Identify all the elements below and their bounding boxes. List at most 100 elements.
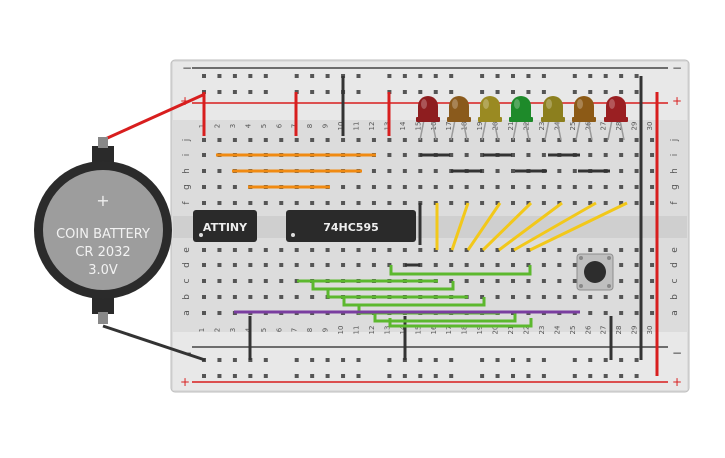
breadboard-hole[interactable] [263, 201, 268, 205]
breadboard-hole[interactable] [634, 185, 639, 189]
breadboard-hole[interactable] [572, 201, 577, 205]
rail-hole[interactable] [449, 358, 454, 362]
breadboard-hole[interactable] [232, 138, 237, 142]
breadboard-hole[interactable] [603, 248, 608, 252]
breadboard-hole[interactable] [526, 153, 531, 157]
breadboard-hole[interactable] [511, 201, 515, 205]
breadboard-hole[interactable] [294, 138, 299, 142]
breadboard-hole[interactable] [449, 248, 454, 252]
breadboard-hole[interactable] [572, 263, 577, 267]
rail-hole[interactable] [356, 374, 361, 378]
rail-hole[interactable] [263, 358, 268, 362]
breadboard-hole[interactable] [217, 185, 222, 189]
rail-hole[interactable] [341, 358, 346, 362]
yellow-wire[interactable] [450, 202, 470, 251]
breadboard-hole[interactable] [526, 248, 531, 252]
breadboard-hole[interactable] [480, 153, 485, 157]
breadboard-hole[interactable] [495, 201, 500, 205]
breadboard-hole[interactable] [619, 153, 624, 157]
breadboard-hole[interactable] [402, 153, 407, 157]
led[interactable] [604, 96, 628, 141]
breadboard-hole[interactable] [480, 295, 485, 299]
rail-hole[interactable] [511, 374, 515, 378]
shift-register-chip[interactable]: 74HC595 [286, 210, 416, 242]
breadboard-hole[interactable] [310, 138, 315, 142]
breadboard-hole[interactable] [248, 295, 253, 299]
breadboard-hole[interactable] [387, 185, 392, 189]
breadboard-hole[interactable] [619, 263, 624, 267]
breadboard-hole[interactable] [511, 153, 515, 157]
breadboard-hole[interactable] [495, 185, 500, 189]
breadboard-hole[interactable] [310, 248, 315, 252]
breadboard-hole[interactable] [557, 169, 562, 173]
yellow-wire[interactable] [466, 202, 502, 251]
breadboard-hole[interactable] [557, 185, 562, 189]
breadboard-hole[interactable] [588, 153, 593, 157]
breadboard-hole[interactable] [356, 185, 361, 189]
breadboard-hole[interactable] [263, 138, 268, 142]
breadboard-hole[interactable] [402, 201, 407, 205]
breadboard-hole[interactable] [202, 153, 206, 157]
breadboard-hole[interactable] [603, 153, 608, 157]
rail-hole[interactable] [449, 74, 454, 78]
breadboard-hole[interactable] [464, 279, 469, 283]
breadboard-hole[interactable] [541, 279, 546, 283]
breadboard-hole[interactable] [279, 201, 284, 205]
breadboard-hole[interactable] [387, 248, 392, 252]
breadboard-hole[interactable] [418, 169, 423, 173]
rail-hole[interactable] [511, 90, 515, 94]
breadboard-hole[interactable] [232, 279, 237, 283]
breadboard-hole[interactable] [217, 248, 222, 252]
rail-hole[interactable] [310, 358, 315, 362]
breadboard-hole[interactable] [341, 185, 346, 189]
breadboard-hole[interactable] [263, 248, 268, 252]
yellow-wire[interactable] [513, 201, 597, 252]
breadboard-hole[interactable] [325, 263, 330, 267]
breadboard-hole[interactable] [619, 201, 624, 205]
breadboard-hole[interactable] [650, 138, 655, 142]
breadboard-hole[interactable] [387, 169, 392, 173]
breadboard-hole[interactable] [263, 295, 268, 299]
breadboard-hole[interactable] [541, 201, 546, 205]
breadboard-hole[interactable] [619, 138, 624, 142]
rail-hole[interactable] [480, 358, 485, 362]
breadboard-hole[interactable] [572, 138, 577, 142]
breadboard-hole[interactable] [310, 201, 315, 205]
breadboard-hole[interactable] [634, 169, 639, 173]
rail-hole[interactable] [495, 358, 500, 362]
breadboard-hole[interactable] [217, 311, 222, 315]
breadboard-hole[interactable] [248, 263, 253, 267]
attiny-chip[interactable]: ATTINY [193, 210, 257, 242]
breadboard-hole[interactable] [402, 263, 407, 267]
breadboard-hole[interactable] [526, 263, 531, 267]
rail-hole[interactable] [634, 374, 639, 378]
breadboard-hole[interactable] [371, 138, 376, 142]
breadboard-hole[interactable] [248, 138, 253, 142]
rail-hole[interactable] [588, 74, 593, 78]
breadboard-hole[interactable] [232, 201, 237, 205]
breadboard-hole[interactable] [449, 153, 454, 157]
rail-hole[interactable] [526, 90, 531, 94]
rail-hole[interactable] [541, 90, 546, 94]
breadboard-hole[interactable] [541, 263, 546, 267]
rail-hole[interactable] [387, 374, 392, 378]
breadboard-hole[interactable] [387, 138, 392, 142]
breadboard-hole[interactable] [263, 279, 268, 283]
rail-hole[interactable] [495, 90, 500, 94]
breadboard-hole[interactable] [294, 201, 299, 205]
rail-hole[interactable] [572, 90, 577, 94]
breadboard-hole[interactable] [449, 185, 454, 189]
rail-hole[interactable] [263, 374, 268, 378]
breadboard-hole[interactable] [495, 295, 500, 299]
rail-hole[interactable] [248, 74, 253, 78]
rail-hole[interactable] [402, 74, 407, 78]
breadboard-hole[interactable] [433, 169, 438, 173]
led[interactable] [541, 96, 565, 141]
breadboard-hole[interactable] [511, 169, 515, 173]
breadboard-hole[interactable] [572, 248, 577, 252]
rail-hole[interactable] [526, 374, 531, 378]
rail-hole[interactable] [526, 358, 531, 362]
breadboard-hole[interactable] [371, 248, 376, 252]
breadboard-hole[interactable] [650, 263, 655, 267]
yellow-wire[interactable] [481, 201, 533, 252]
